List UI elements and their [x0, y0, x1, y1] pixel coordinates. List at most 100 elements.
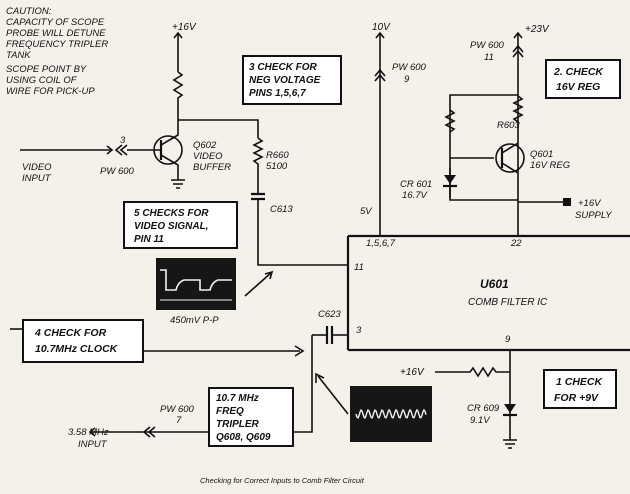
ten-volt-section: 10V PW 600 9 5V	[360, 22, 427, 236]
terminal-icon	[563, 198, 571, 206]
ic-u601: 1,5,6,7 22 11 3 9 U601 COMB FILTER IC	[346, 234, 630, 352]
ic-description: COMB FILTER IC	[468, 297, 548, 308]
caution-line: CAPACITY OF SCOPE	[6, 17, 105, 28]
arrow-icon	[173, 31, 183, 39]
scope-caption: 450mV P-P	[170, 315, 219, 326]
tripler-text: Q608, Q609	[216, 432, 271, 443]
video-input-label: VIDEO	[22, 162, 52, 173]
caution-line: PROBE WILL DETUNE	[6, 28, 106, 39]
q602-label: VIDEO	[193, 151, 223, 162]
arrow-icon	[315, 372, 325, 383]
tripler-text: FREQ	[216, 406, 244, 417]
pw600-11-label: PW 600	[470, 40, 505, 51]
tripler-box	[208, 387, 294, 447]
check-2-text: 2. CHECK	[553, 66, 604, 78]
ic-pin-label: 1,5,6,7	[366, 238, 396, 249]
connector-icon	[142, 426, 156, 438]
zener-diode-symbol	[504, 404, 516, 413]
connector-icon	[374, 68, 386, 82]
check-5-text: 5 CHECKS FOR	[134, 208, 209, 219]
wire	[178, 119, 259, 138]
scope-trace	[160, 269, 232, 291]
r603-label: R603	[497, 120, 520, 131]
wire	[449, 94, 518, 201]
video-scope-display: 450mV P-P	[156, 258, 274, 326]
scope-trace	[355, 408, 427, 420]
ground-icon	[503, 439, 517, 449]
tripler-text: TRIPLER	[216, 419, 260, 430]
pw600-3-label: 3	[120, 135, 126, 146]
check-1-text: 1 CHECK	[556, 376, 604, 388]
check-1-text: FOR +9V	[554, 392, 599, 404]
pw600-9-label: 9	[404, 74, 410, 85]
pw600-9-label: PW 600	[392, 62, 427, 73]
zener-diode-symbol	[444, 175, 456, 184]
check-5-text: VIDEO SIGNAL,	[134, 221, 208, 232]
plus16-top-label: +16V	[172, 22, 197, 33]
ic-name: U601	[480, 277, 509, 291]
wire	[501, 142, 519, 174]
tripler-text: 10.7 MHz	[216, 393, 259, 404]
caution-line: WIRE FOR PICK-UP	[6, 86, 95, 97]
pw600-7-label: 7	[176, 415, 182, 426]
cr601-label: 16.7V	[402, 190, 428, 201]
check-4-text: 10.7MHz CLOCK	[35, 343, 119, 355]
regulator-section: +23V PW 600 11 R603 Q601 16V REG CR 601 …	[400, 24, 612, 236]
mhz-input-label: 3.58 MHz	[68, 427, 109, 438]
check-4-box: 4 CHECK FOR 10.7MHz CLOCK	[10, 319, 305, 363]
arrow-icon	[106, 145, 114, 155]
arrow-icon	[513, 31, 523, 39]
connector-icon	[114, 144, 128, 156]
cr609-label: CR 609	[467, 403, 500, 414]
pw600-11-label: 11	[484, 52, 494, 63]
figure-caption: Checking for Correct Inputs to Comb Filt…	[200, 476, 365, 485]
mhz-input-label: INPUT	[78, 439, 108, 450]
c623-section: C623	[293, 309, 348, 433]
plus16-cr-label: +16V	[400, 367, 425, 378]
check-4-text: 4 CHECK FOR	[34, 327, 107, 339]
arrow-icon	[294, 345, 305, 357]
check-3-text: 3 CHECK FOR	[249, 62, 318, 73]
supply-label: +16V	[578, 198, 602, 209]
q601-label: 16V REG	[530, 160, 570, 171]
q602-label: Q602	[193, 140, 217, 151]
probe-line	[244, 271, 273, 297]
r660-c613-section: R660 5100 C613	[251, 137, 348, 266]
tripler-section: 10.7 MHz FREQ TRIPLER Q608, Q609 PW 600 …	[68, 387, 294, 450]
cr609-label: 9.1V	[470, 415, 491, 426]
ic-pin-label: 3	[356, 325, 362, 336]
caution-line: TANK	[6, 50, 31, 61]
arrow-icon	[375, 31, 385, 39]
wire	[160, 154, 179, 180]
check-3-text: PINS 1,5,6,7	[249, 88, 306, 99]
caution-line: USING COIL OF	[6, 75, 78, 86]
capacitor-symbol	[251, 192, 265, 201]
q602-label: BUFFER	[193, 162, 231, 173]
caution-note: CAUTION: CAPACITY OF SCOPE PROBE WILL DE…	[6, 6, 108, 97]
connector-icon	[512, 44, 524, 58]
scope-screen	[156, 258, 236, 310]
caution-line: SCOPE POINT BY	[6, 64, 87, 75]
check-2-box: 2. CHECK 16V REG	[545, 59, 621, 99]
ten-v-label: 10V	[372, 22, 391, 33]
wire	[257, 199, 348, 266]
ic-pin-label: 11	[354, 262, 364, 273]
caution-line: FREQUENCY TRIPLER	[6, 39, 108, 50]
q601-label: Q601	[530, 149, 553, 160]
pw600-3-label: PW 600	[100, 166, 135, 177]
resistor-symbol	[172, 71, 184, 120]
resistor-symbol	[435, 366, 510, 378]
supply-label: SUPPLY	[575, 210, 612, 221]
ground-icon	[171, 179, 185, 189]
check-box-frame	[22, 319, 144, 363]
plus23-label: +23V	[525, 24, 550, 35]
nine-volt-section: +16V CR 609 9.1V 1 CHECK FOR +9V	[400, 350, 617, 449]
resistor-symbol	[512, 95, 524, 123]
arrow-icon	[88, 427, 96, 437]
resistor-symbol	[252, 137, 264, 194]
capacitor-symbol	[325, 326, 334, 344]
resistor-symbol	[444, 109, 456, 133]
transistor-q601-symbol	[495, 143, 525, 173]
check-box-frame	[543, 369, 617, 409]
